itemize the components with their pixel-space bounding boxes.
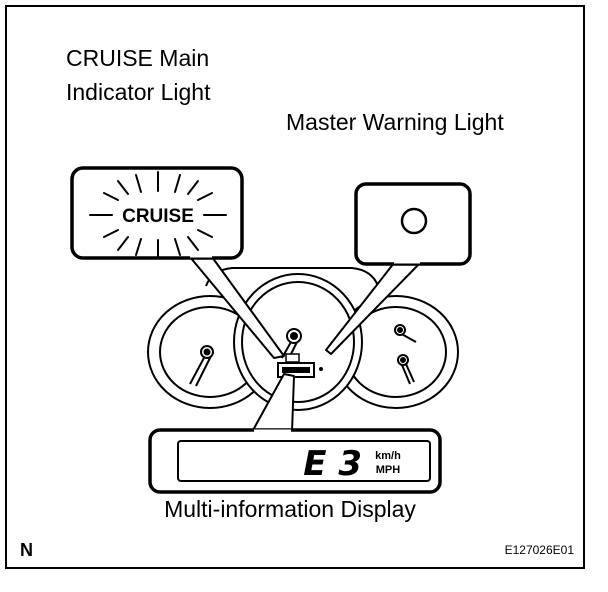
figure-code: E127026E01 [505, 543, 575, 557]
cruise-callout-box [70, 166, 244, 260]
center-needle-icon [281, 328, 302, 361]
right-bottom-needle-icon [397, 354, 415, 385]
master-warning-label: Master Warning Light [286, 109, 504, 135]
cruise-label-line2: Indicator Light [66, 79, 211, 105]
display-error-code: E 3 [303, 444, 362, 484]
cruise-callout-text: CRUISE [122, 206, 194, 227]
corner-mark: N [20, 540, 33, 560]
display-screen [177, 440, 431, 482]
center-gauge-inner [241, 281, 355, 403]
cruise-label-line1: CRUISE Main [66, 45, 209, 71]
master-warning-circle-icon [400, 207, 428, 235]
cruise-burst-icon [89, 171, 227, 258]
cluster-display-segment [282, 367, 310, 373]
cruise-indicator-lamp [285, 353, 300, 363]
display-unit-mph: MPH [376, 464, 401, 476]
left-needle-icon [189, 345, 214, 387]
display-unit-kmh: km/h [375, 450, 401, 462]
master-warning-lamp [319, 367, 323, 371]
right-top-needle-icon [394, 324, 417, 343]
multi-info-label: Multi-information Display [164, 496, 416, 522]
gauge-needles [189, 324, 417, 387]
